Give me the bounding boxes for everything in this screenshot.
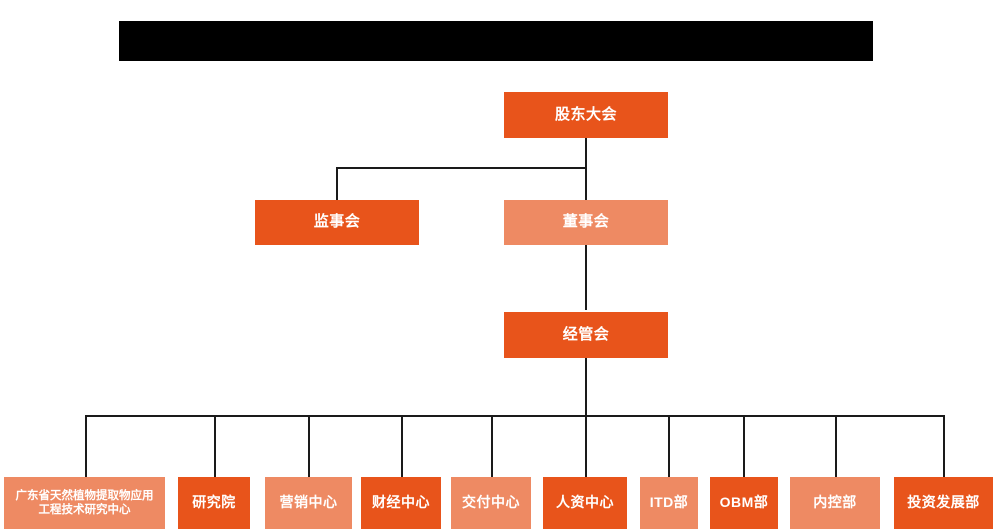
node-department-obm[interactable]: OBM部 <box>710 477 778 529</box>
connector-shareholders-down <box>585 138 587 168</box>
node-department-delivery-center[interactable]: 交付中心 <box>451 477 531 529</box>
redacted-title-bar <box>119 21 873 61</box>
connector-supervisors-directors-bus <box>336 167 587 169</box>
connector-to-directors <box>585 167 587 200</box>
connector-management-to-bus <box>585 358 587 477</box>
node-management-committee[interactable]: 经管会 <box>504 312 668 358</box>
node-department-itd[interactable]: ITD部 <box>640 477 698 529</box>
connector-drop-dept-7 <box>668 415 670 477</box>
connector-drop-dept-5 <box>491 415 493 477</box>
connector-drop-dept-8 <box>743 415 745 477</box>
node-department-finance-center[interactable]: 财经中心 <box>361 477 441 529</box>
node-department-internal-control[interactable]: 内控部 <box>790 477 880 529</box>
connector-department-bus <box>85 415 945 417</box>
node-department-marketing-center[interactable]: 营销中心 <box>265 477 352 529</box>
connector-drop-dept-2 <box>214 415 216 477</box>
node-department-hr-center[interactable]: 人资中心 <box>543 477 627 529</box>
connector-drop-dept-4 <box>401 415 403 477</box>
connector-drop-dept-10 <box>943 415 945 477</box>
connector-drop-dept-9 <box>835 415 837 477</box>
connector-to-supervisors <box>336 167 338 200</box>
connector-directors-to-management <box>585 245 587 310</box>
connector-drop-dept-3 <box>308 415 310 477</box>
node-board-of-supervisors[interactable]: 监事会 <box>255 200 419 245</box>
node-department-institute[interactable]: 研究院 <box>178 477 250 529</box>
node-department-investment-development[interactable]: 投资发展部 <box>894 477 993 529</box>
node-department-research-center[interactable]: 广东省天然植物提取物应用工程技术研究中心 <box>4 477 165 529</box>
connector-drop-dept-1 <box>85 415 87 477</box>
node-board-of-directors[interactable]: 董事会 <box>504 200 668 245</box>
node-shareholders-meeting[interactable]: 股东大会 <box>504 92 668 138</box>
